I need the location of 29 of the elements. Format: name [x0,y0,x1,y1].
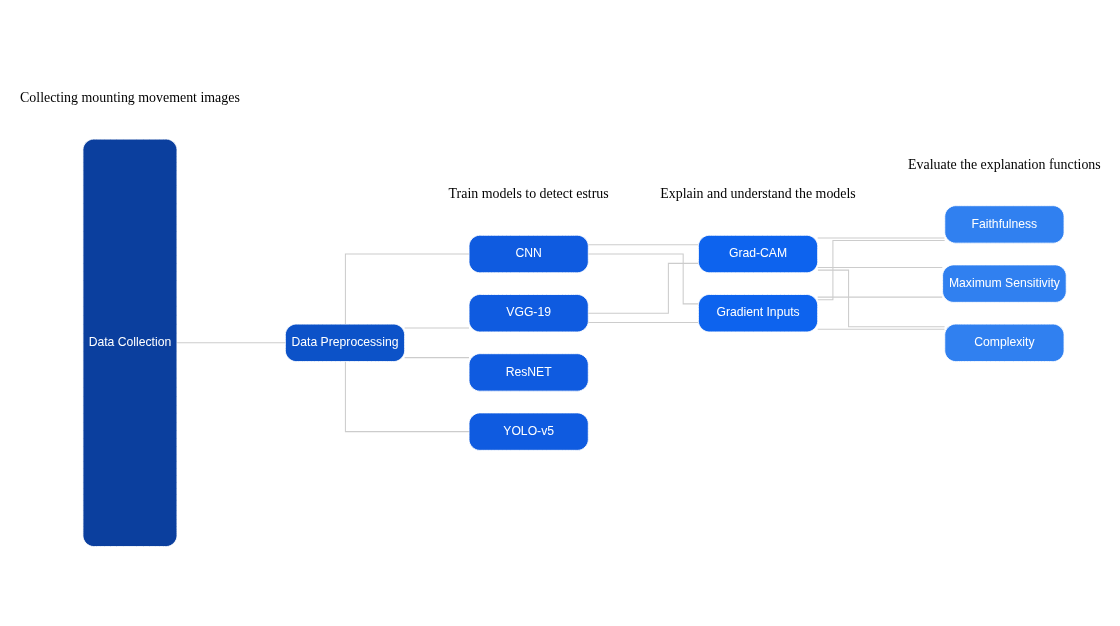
connector [587,322,699,324]
node-box: Faithfulness [944,205,1065,244]
connector [817,296,943,298]
node-box: Data Collection [82,138,178,547]
node-box: Complexity [944,323,1065,362]
connector [817,328,945,330]
connector [587,253,699,305]
label: Evaluate the explanation functions [908,156,1101,172]
node-box: Grad-CAM [697,234,819,274]
connector [817,237,945,239]
node-box: Maximum Sensitivity [942,264,1067,303]
node-box: Gradient Inputs [697,294,819,333]
node-box: YOLO-v5 [468,412,589,451]
connector [817,269,946,328]
label: Train models to detect estrus [448,186,609,202]
connector [404,357,470,359]
node-box: Data Preprocessing [284,323,406,362]
connector [587,262,699,314]
connector [587,244,699,246]
connector [817,240,946,301]
label: Collecting mounting movement images [20,89,240,105]
node-box: CNN [468,234,589,274]
node-box: VGG-19 [468,294,589,333]
label: Explain and understand the models [660,186,856,202]
node-box: ResNET [468,353,589,392]
connector [344,253,470,325]
connector [176,342,286,344]
connector [817,267,943,269]
connector [344,361,470,433]
